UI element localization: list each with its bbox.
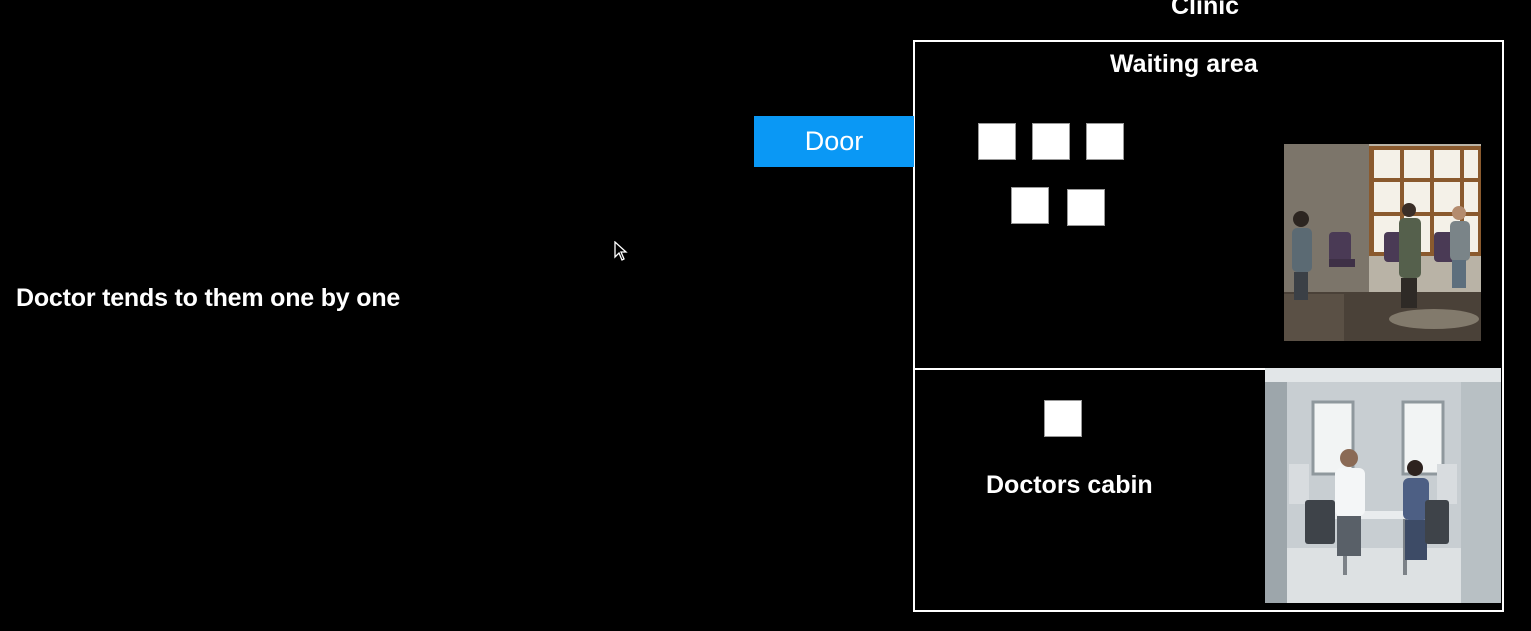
- patient-in-cabin: [1044, 400, 1082, 437]
- area-divider: [914, 368, 1266, 370]
- doctor-consultation-photo: [1265, 368, 1501, 603]
- caption-text: Doctor tends to them one by one: [16, 284, 401, 312]
- waiting-patient: [1067, 189, 1105, 226]
- door-label: Door: [804, 126, 864, 156]
- waiting-patient: [978, 123, 1016, 160]
- waiting-area-title: Waiting area: [1110, 50, 1258, 78]
- waiting-patient: [1086, 123, 1124, 160]
- doctors-cabin-title: Doctors cabin: [986, 471, 1153, 499]
- clinic-box: [913, 40, 1504, 612]
- waiting-patient: [1011, 187, 1049, 224]
- mouse-pointer-icon: [614, 241, 628, 261]
- waiting-patient: [1032, 123, 1070, 160]
- clinic-title: Clinic: [1171, 0, 1240, 20]
- waiting-room-photo: [1284, 144, 1481, 341]
- door: Door: [754, 116, 914, 167]
